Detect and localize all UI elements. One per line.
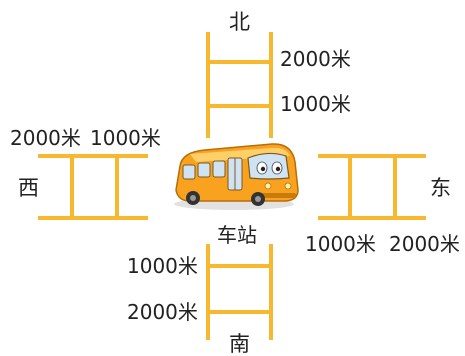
east-road xyxy=(318,154,426,220)
direction-west-label: 西 xyxy=(18,176,39,200)
west-near-distance: 1000米 xyxy=(90,126,161,150)
west-road xyxy=(38,154,148,220)
south-near-distance: 1000米 xyxy=(127,254,198,278)
west-far-distance: 2000米 xyxy=(10,126,81,150)
south-road xyxy=(206,244,273,340)
north-road xyxy=(206,32,273,138)
east-far-distance: 2000米 xyxy=(389,232,460,256)
north-far-distance: 2000米 xyxy=(280,47,351,71)
north-near-distance: 1000米 xyxy=(280,92,351,116)
station-label: 车站 xyxy=(217,223,257,247)
direction-south-label: 南 xyxy=(229,332,250,356)
east-near-distance: 1000米 xyxy=(305,232,376,256)
south-far-distance: 2000米 xyxy=(127,300,198,324)
direction-north-label: 北 xyxy=(229,10,250,34)
bus-icon xyxy=(174,143,299,210)
direction-east-label: 东 xyxy=(430,176,451,200)
